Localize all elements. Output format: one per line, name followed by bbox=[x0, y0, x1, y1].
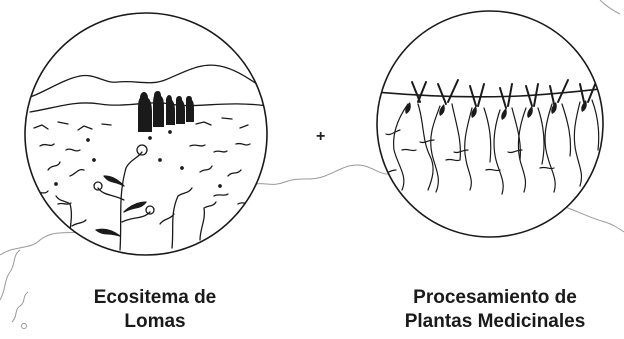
caption-medicinal-line2: Plantas Medicinales bbox=[404, 311, 586, 332]
caption-lomas-line1: Ecositema de bbox=[93, 287, 217, 308]
caption-lomas-line2: Lomas bbox=[124, 311, 186, 332]
plus-symbol: + bbox=[316, 128, 326, 145]
caption-medicinal-line1: Procesamiento de bbox=[413, 287, 577, 308]
people-silhouettes bbox=[138, 91, 194, 132]
lomas-illustration bbox=[24, 12, 268, 256]
caption-lomas-ecosystem: Ecositema de Lomas bbox=[40, 286, 270, 334]
plants-drying-illustration bbox=[376, 10, 604, 238]
caption-medicinal-plants: Procesamiento de Plantas Medicinales bbox=[370, 286, 620, 334]
